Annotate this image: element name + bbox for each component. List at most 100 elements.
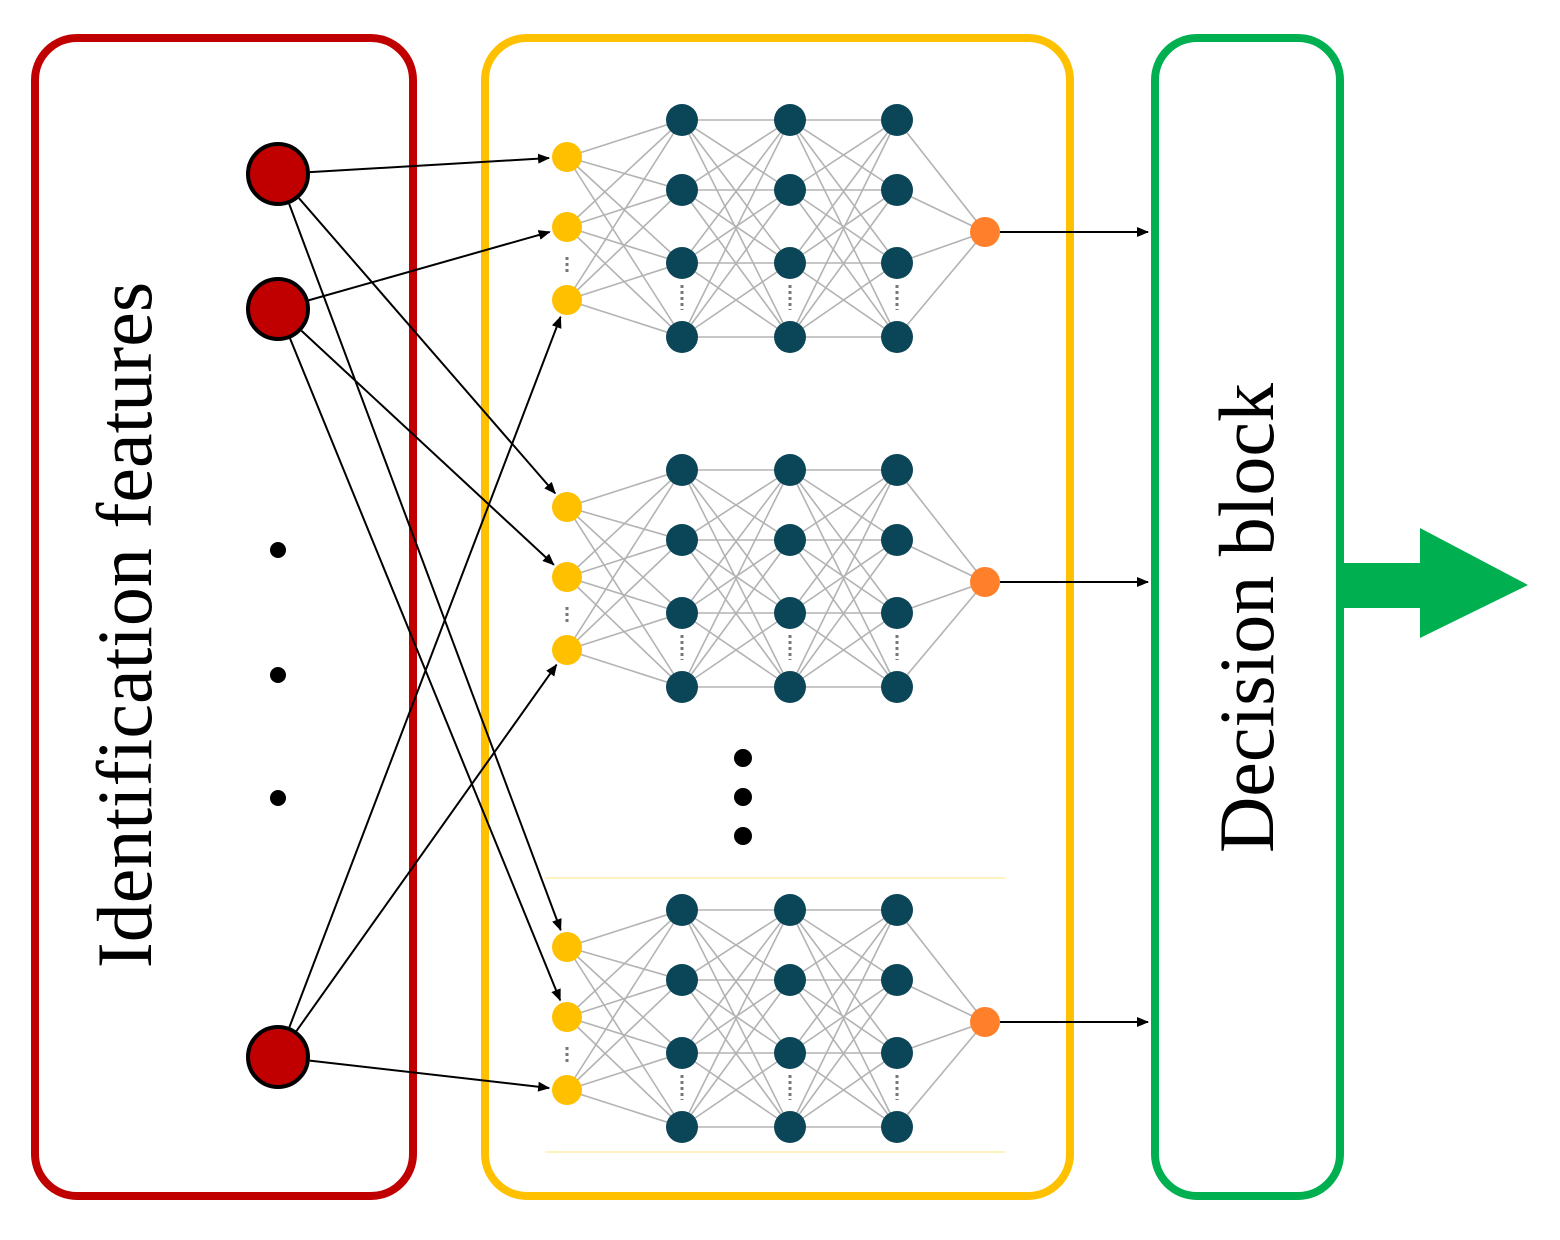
- hidden-node: [774, 671, 806, 703]
- edge: [789, 189, 898, 264]
- edge: [681, 469, 791, 614]
- edge: [789, 1052, 898, 1128]
- ellipsis-group: [270, 542, 752, 845]
- edge: [896, 909, 986, 1023]
- edge: [789, 119, 898, 191]
- feature-ellipsis-dot: [270, 667, 286, 683]
- hidden-node: [881, 454, 913, 486]
- hidden-node: [881, 321, 913, 353]
- feature-node-icon: [246, 142, 310, 206]
- edge: [566, 469, 683, 508]
- edge: [566, 506, 683, 688]
- edge: [681, 909, 791, 1128]
- feature-to-network-arrow: [298, 197, 556, 495]
- input-node: [552, 142, 582, 172]
- edge: [566, 119, 683, 228]
- edge: [896, 231, 986, 338]
- feature-to-network-arrow: [309, 153, 551, 174]
- hidden-node: [881, 597, 913, 629]
- edge: [566, 119, 683, 158]
- hidden-node: [881, 524, 913, 556]
- edge: [789, 189, 898, 338]
- network-ellipsis-dot: [734, 788, 752, 806]
- edge: [789, 469, 898, 688]
- edge: [789, 119, 898, 264]
- input-node: [552, 1075, 582, 1105]
- edge: [896, 469, 986, 583]
- edge: [566, 979, 683, 1091]
- hidden-node: [881, 174, 913, 206]
- edge: [896, 119, 986, 233]
- hidden-node: [666, 964, 698, 996]
- hidden-node: [881, 247, 913, 279]
- hidden-node: [881, 1037, 913, 1069]
- decision-label: Decision block: [1203, 382, 1290, 854]
- feature-to-network-arrow: [300, 330, 555, 566]
- hidden-node: [774, 894, 806, 926]
- hidden-node: [774, 174, 806, 206]
- hidden-node: [881, 104, 913, 136]
- edge: [789, 909, 898, 981]
- hidden-node: [666, 174, 698, 206]
- input-node: [552, 285, 582, 315]
- edge: [681, 119, 791, 338]
- edge: [566, 946, 683, 1128]
- hidden-node: [774, 524, 806, 556]
- hidden-node: [774, 247, 806, 279]
- edge: [896, 979, 986, 1023]
- edge: [896, 1021, 986, 1128]
- edge: [681, 612, 791, 688]
- edge: [566, 909, 683, 1091]
- hidden-node: [666, 894, 698, 926]
- network-edges: [566, 909, 986, 1128]
- edge: [681, 119, 791, 264]
- network-3: [552, 894, 1000, 1143]
- edge: [681, 909, 791, 1054]
- network-group: [552, 104, 1000, 1143]
- input-node: [552, 562, 582, 592]
- feature-node-icon: [246, 277, 310, 341]
- hidden-node: [774, 454, 806, 486]
- output-node: [970, 567, 1000, 597]
- network-edges: [566, 119, 986, 338]
- feature-to-network-arrow: [308, 230, 551, 302]
- feature-node-icon: [246, 1025, 310, 1089]
- edge: [566, 649, 683, 688]
- edge: [789, 539, 898, 688]
- input-node: [552, 1002, 582, 1032]
- edge: [789, 612, 898, 688]
- hidden-node: [666, 1037, 698, 1069]
- edge: [566, 299, 683, 338]
- input-node: [552, 212, 582, 242]
- edge: [681, 909, 791, 981]
- edge: [681, 189, 791, 264]
- feature-to-network-arrow: [309, 1059, 551, 1092]
- edge: [566, 189, 683, 301]
- edge: [789, 469, 898, 541]
- edge: [789, 979, 898, 1054]
- hidden-node: [666, 247, 698, 279]
- edge: [789, 469, 898, 614]
- hidden-node: [881, 1111, 913, 1143]
- feature-nodes: [246, 142, 310, 1089]
- edge: [566, 909, 683, 1018]
- hidden-node: [666, 524, 698, 556]
- edge: [681, 539, 791, 688]
- hidden-node: [881, 894, 913, 926]
- hidden-node: [666, 1111, 698, 1143]
- output-node: [970, 217, 1000, 247]
- input-node: [552, 932, 582, 962]
- edge: [789, 539, 898, 614]
- edge: [566, 1089, 683, 1128]
- edge: [566, 469, 683, 651]
- edge: [681, 469, 791, 688]
- edge: [681, 979, 791, 1054]
- edge: [789, 909, 898, 1054]
- feature-to-network-arrow: [288, 315, 562, 1028]
- hidden-node: [774, 321, 806, 353]
- edge: [566, 469, 683, 578]
- edge: [566, 539, 683, 578]
- edge: [789, 262, 898, 338]
- hidden-node: [774, 597, 806, 629]
